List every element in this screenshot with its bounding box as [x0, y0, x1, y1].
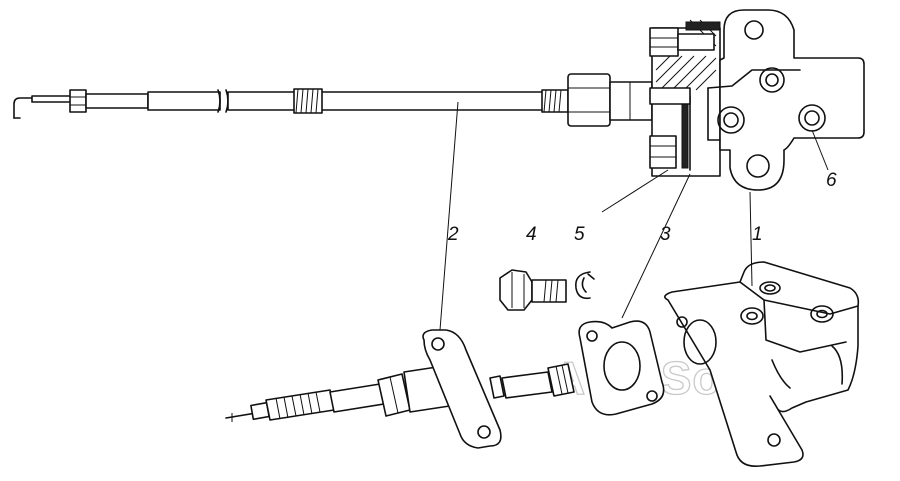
callout-2: 2 — [447, 224, 459, 245]
callout-1: 1 — [752, 224, 763, 245]
valve-body-part — [664, 261, 860, 468]
bolt-part — [499, 269, 567, 311]
lower-cable-end-part — [225, 329, 575, 449]
callout-4: 4 — [526, 224, 537, 245]
leader-lines — [439, 101, 829, 331]
upper-cable-assembly — [13, 9, 865, 191]
callout-3: 3 — [660, 224, 671, 245]
lock-washer-part — [574, 271, 595, 300]
callout-5: 5 — [574, 224, 585, 245]
gasket-part — [578, 320, 665, 416]
callout-6: 6 — [826, 170, 837, 191]
